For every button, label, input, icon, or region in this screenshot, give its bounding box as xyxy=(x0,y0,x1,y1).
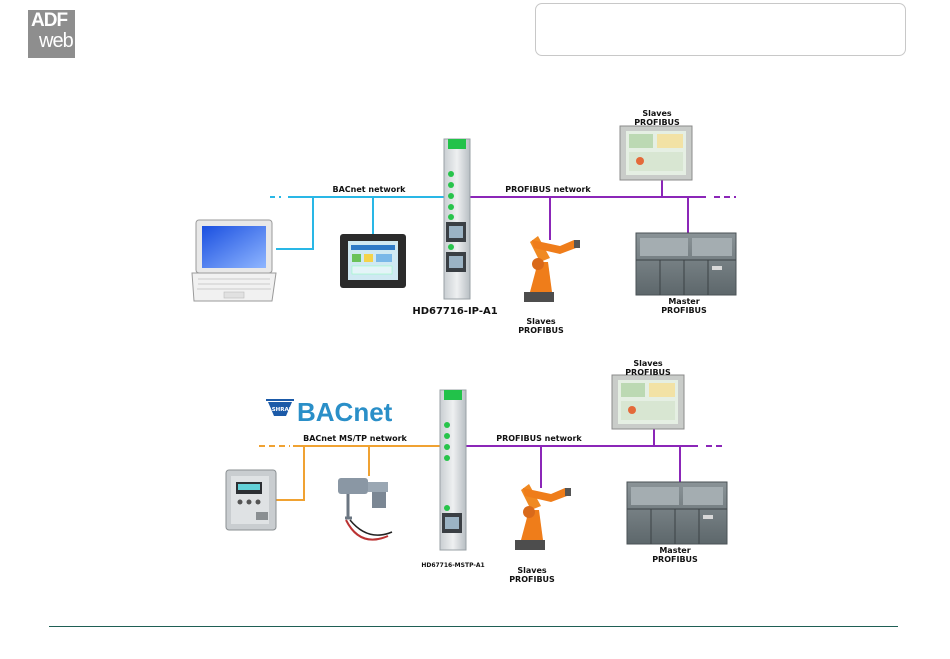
valve-actuator-icon xyxy=(338,478,392,540)
profibus-network-label-2: PROFIBUS network xyxy=(496,434,582,443)
laptop-icon xyxy=(192,220,276,301)
plc-master-icon-1 xyxy=(636,233,736,295)
mstp-network-label: BACnet MS/TP network xyxy=(303,434,407,443)
bacnet-logo: ASHRAE BACnet xyxy=(266,397,393,427)
robot-icon-2 xyxy=(515,484,571,550)
plc-master-icon-2 xyxy=(627,482,727,544)
slaves-bottom-line1-2: Slaves xyxy=(517,566,547,575)
profibus-network-label-1: PROFIBUS network xyxy=(505,185,591,194)
footer-divider xyxy=(49,626,898,627)
slaves-top-line2-2: PROFIBUS xyxy=(625,368,671,377)
gateway-device-1 xyxy=(444,139,470,299)
diagram-2: ASHRAE BACnet xyxy=(226,375,727,550)
device-name-2: HD67716-MSTP-A1 xyxy=(421,562,484,569)
robot-icon-1 xyxy=(524,236,580,302)
bacnet-logo-text: BACnet xyxy=(297,397,393,427)
master-line2-1: PROFIBUS xyxy=(661,306,707,315)
slaves-top-line2-1: PROFIBUS xyxy=(634,118,680,127)
gateway-device-2 xyxy=(440,390,466,550)
bacnet-network-label: BACnet network xyxy=(333,185,407,194)
meter-icon xyxy=(226,470,276,530)
master-line2-2: PROFIBUS xyxy=(652,555,698,564)
diagram-1 xyxy=(192,126,736,302)
slaves-bottom-line2-1: PROFIBUS xyxy=(518,326,564,335)
hmi-panel-icon xyxy=(340,234,406,288)
slave-panel-icon-2 xyxy=(612,375,684,429)
slaves-top-line1-2: Slaves xyxy=(633,359,663,368)
master-line1-1: Master xyxy=(668,297,699,306)
slaves-bottom-line1-1: Slaves xyxy=(526,317,556,326)
master-line1-2: Master xyxy=(659,546,690,555)
slave-panel-icon-1 xyxy=(620,126,692,180)
slaves-bottom-line2-2: PROFIBUS xyxy=(509,575,555,584)
device-name-1: HD67716-IP-A1 xyxy=(412,306,497,317)
ashrae-text: ASHRAE xyxy=(267,407,292,413)
slaves-top-line1-1: Slaves xyxy=(642,109,672,118)
